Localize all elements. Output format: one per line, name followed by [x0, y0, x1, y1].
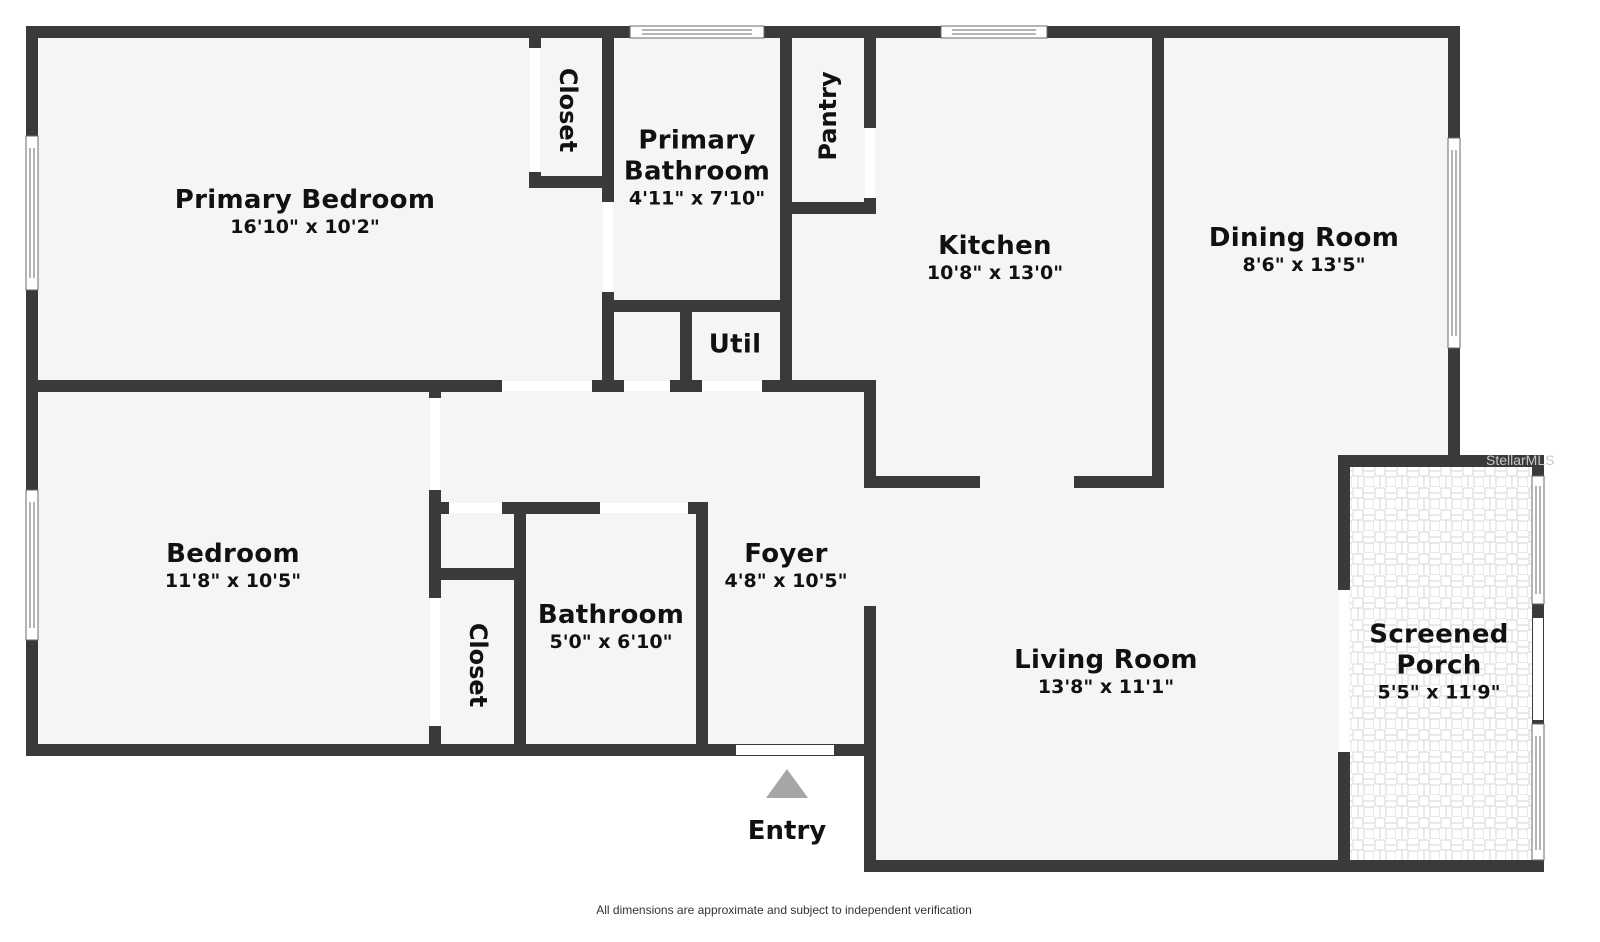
room-primary-bathroom: Primary Bathroom 4'11" x 7'10": [624, 125, 770, 210]
porch-tile-floor: [1350, 463, 1533, 860]
room-dimensions: 5'5" x 11'9": [1377, 681, 1501, 704]
room-kitchen: Kitchen 10'8" x 13'0": [927, 231, 1063, 285]
room-name-line1: Primary: [638, 125, 756, 156]
room-primary-bedroom: Primary Bedroom 16'10" x 10'2": [175, 185, 435, 239]
room-name: Foyer: [744, 539, 828, 570]
door-openings: [430, 48, 1349, 755]
room-bedroom: Bedroom 11'8" x 10'5": [165, 539, 301, 593]
room-name-line1: Screened: [1369, 619, 1509, 650]
room-dimensions: 11'8" x 10'5": [164, 570, 302, 593]
interior-walls: [26, 36, 1164, 756]
entry-arrow-icon: [766, 769, 808, 798]
windows: [25, 25, 1545, 861]
room-dimensions: 13'8" x 11'1": [1037, 676, 1175, 699]
room-name: Dining Room: [1208, 223, 1400, 254]
watermark: StellarMLS: [1486, 452, 1555, 468]
room-name-line2: Porch: [1396, 650, 1482, 681]
room-living-room: Living Room 13'8" x 11'1": [1014, 645, 1198, 699]
room-name: Living Room: [1014, 645, 1198, 676]
room-dimensions: 8'6" x 13'5": [1242, 254, 1366, 277]
room-dimensions: 10'8" x 13'0": [926, 262, 1064, 285]
room-dimensions: 16'10" x 10'2": [230, 216, 380, 239]
room-screened-porch: Screened Porch 5'5" x 11'9": [1369, 619, 1508, 704]
room-name: Bathroom: [537, 600, 685, 631]
room-name-line2: Bathroom: [623, 156, 771, 187]
room-pantry: Pantry: [814, 71, 842, 161]
room-hall-closet: Closet: [464, 622, 492, 708]
room-dining-room: Dining Room 8'6" x 13'5": [1209, 223, 1399, 277]
room-name: Util: [708, 329, 762, 360]
floor-areas: [36, 36, 1533, 860]
entry-label: Entry: [747, 816, 827, 846]
room-dimensions: 4'11" x 7'10": [628, 187, 766, 210]
room-primary-closet: Closet: [554, 67, 582, 153]
room-name: Kitchen: [938, 231, 1052, 262]
disclaimer: All dimensions are approximate and subje…: [596, 903, 972, 917]
room-bathroom: Bathroom 5'0" x 6'10": [538, 600, 684, 654]
room-dimensions: 4'8" x 10'5": [724, 570, 848, 593]
room-name: Bedroom: [166, 539, 300, 570]
room-name: Primary Bedroom: [174, 185, 436, 216]
room-dimensions: 5'0" x 6'10": [549, 631, 673, 654]
room-foyer: Foyer 4'8" x 10'5": [724, 539, 847, 593]
room-util: Util: [709, 329, 762, 360]
